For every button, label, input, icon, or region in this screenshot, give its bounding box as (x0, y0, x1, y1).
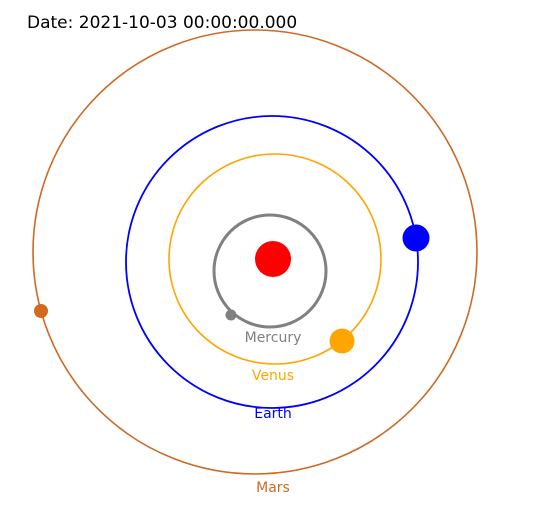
mars-label: Mars (256, 480, 290, 496)
sun (255, 241, 291, 277)
venus-planet (329, 328, 355, 354)
mercury-label: Mercury (245, 330, 302, 346)
earth-planet (402, 224, 430, 252)
mercury-orbit (212, 213, 328, 329)
earth-label: Earth (254, 406, 292, 422)
mars-planet (34, 304, 48, 318)
mercury-planet (225, 309, 237, 321)
venus-orbit (168, 153, 382, 365)
date-label: Date: 2021-10-03 00:00:00.000 (27, 13, 297, 33)
venus-label: Venus (252, 368, 294, 384)
mars-orbit (32, 29, 478, 475)
earth-orbit (125, 115, 419, 409)
